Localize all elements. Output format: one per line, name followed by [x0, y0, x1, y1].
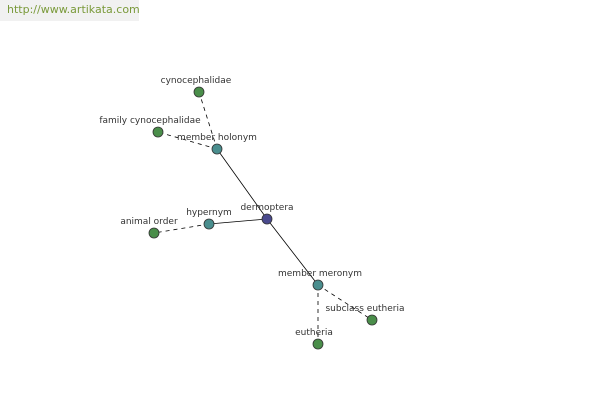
edge-member-holonym-cynocephalidae: [198, 91, 218, 150]
graph-edges: [153, 91, 373, 344]
node-label-subclass-eutheria[interactable]: subclass eutheria: [325, 304, 404, 314]
node-label-hypernym[interactable]: hypernym: [186, 208, 232, 218]
node-cynocephalidae[interactable]: [193, 86, 205, 98]
node-label-cynocephalidae[interactable]: cynocephalidae: [161, 76, 232, 86]
node-member-holonym[interactable]: [211, 143, 223, 155]
edge-dermoptera-hypernym: [208, 218, 268, 225]
node-dermoptera[interactable]: [261, 213, 273, 225]
node-label-eutheria[interactable]: eutheria: [295, 328, 333, 338]
node-subclass-eutheria[interactable]: [366, 314, 378, 326]
node-label-dermoptera[interactable]: dermoptera: [240, 203, 293, 213]
node-label-member-holonym[interactable]: member holonym: [177, 133, 257, 143]
edge-hypernym-animal-order: [153, 223, 210, 234]
node-hypernym[interactable]: [203, 218, 215, 230]
graph-labels: dermoptera member holonym hypernym member m…: [99, 76, 404, 338]
node-member-meronym[interactable]: [312, 279, 324, 291]
graph-nodes: [148, 86, 378, 350]
node-animal-order[interactable]: [148, 227, 160, 239]
site-url-link[interactable]: http://www.artikata.com: [7, 3, 140, 16]
edge-member-holonym-family-cynocephalidae: [157, 131, 218, 150]
node-label-member-meronym[interactable]: member meronym: [278, 269, 362, 279]
edge-dermoptera-member-holonym: [216, 148, 268, 220]
node-label-animal-order[interactable]: animal order: [120, 217, 178, 227]
edge-dermoptera-member-meronym: [266, 218, 319, 286]
edge-member-meronym-subclass-eutheria: [317, 284, 373, 321]
url-banner: http://www.artikata.com: [0, 0, 140, 21]
node-label-family-cynocephalidae[interactable]: family cynocephalidae: [99, 116, 201, 126]
node-eutheria[interactable]: [312, 338, 324, 350]
node-family-cynocephalidae[interactable]: [152, 126, 164, 138]
